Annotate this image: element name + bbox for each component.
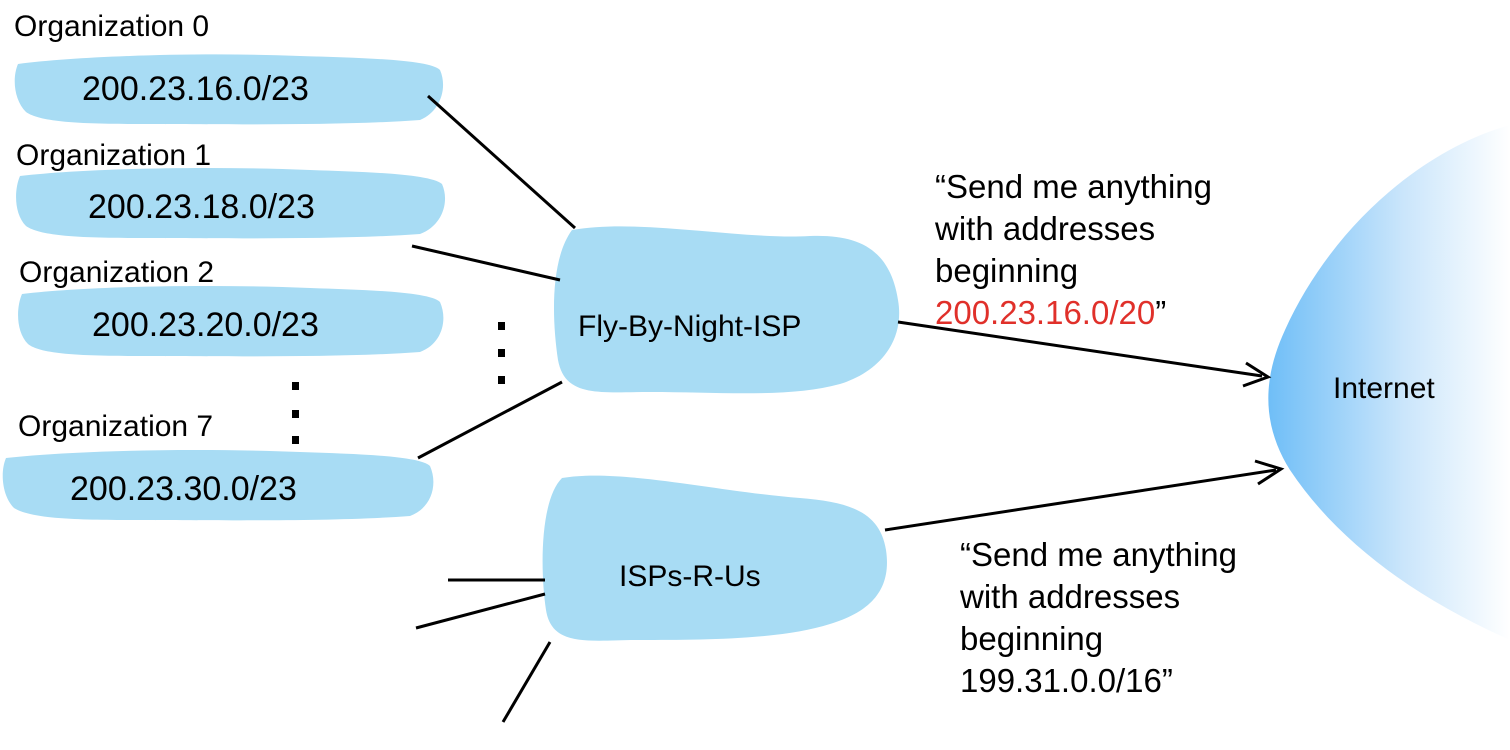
ellipsis-dot [292, 382, 299, 390]
link-org0-flybynight [426, 94, 577, 230]
internet-cloud [1268, 125, 1510, 640]
arrowhead-flybynight [1242, 361, 1272, 388]
announcement-prefix-line: 200.23.16.0/20” [935, 292, 1212, 334]
org-7-prefix: 200.23.30.0/23 [70, 470, 297, 508]
arrowhead-isprus [1254, 459, 1285, 486]
announced-prefix: 200.23.16.0/20 [935, 294, 1156, 331]
close-quote: ” [1161, 662, 1173, 699]
org-0-blob [14, 54, 444, 125]
fly-by-night-cloud [553, 226, 900, 394]
arrow-isprus-internet [884, 468, 1277, 532]
announced-prefix: 199.31.0.0/16 [960, 662, 1162, 699]
link-isprus-3 [501, 641, 552, 723]
org-0-name: Organization 0 [14, 10, 210, 43]
announcement-line: with addresses [960, 578, 1181, 615]
close-quote: ” [1155, 294, 1167, 331]
arrow-flybynight-internet [897, 320, 1263, 378]
announcement-line: beginning [935, 252, 1079, 289]
ellipsis-dot [498, 376, 505, 384]
org-2-prefix: 200.23.20.0/23 [92, 306, 319, 344]
org-7-name: Organization 7 [18, 410, 214, 443]
org-7-blob [2, 450, 434, 521]
org-2-blob [18, 286, 444, 357]
internet-label: Internet [1333, 372, 1435, 405]
link-org7-flybynight [417, 380, 563, 460]
fly-by-night-announcement: “Send me anything with addresses beginni… [935, 166, 1212, 334]
isps-r-us-cloud [542, 475, 887, 641]
ellipsis-dot [498, 349, 505, 357]
org-1-name: Organization 1 [16, 139, 212, 172]
announcement-line: “Send me anything [960, 536, 1238, 573]
ellipsis-dot [292, 410, 299, 418]
org-0-prefix: 200.23.16.0/23 [82, 70, 309, 108]
fly-by-night-label: Fly-By-Night-ISP [578, 310, 802, 343]
isps-r-us-announcement: “Send me anything with addresses beginni… [960, 534, 1237, 702]
ellipsis-dot [292, 436, 299, 444]
link-isprus-2 [415, 592, 546, 630]
org-1-blob [16, 168, 446, 239]
announcement-prefix-line: 199.31.0.0/16” [960, 660, 1237, 702]
announcement-line: with addresses [935, 210, 1156, 247]
isps-r-us-label: ISPs-R-Us [619, 560, 761, 593]
announcement-line: beginning [960, 620, 1104, 657]
link-org1-flybynight [411, 244, 561, 282]
org-2-name: Organization 2 [19, 256, 215, 289]
ellipsis-dot [498, 322, 505, 330]
announcement-line: “Send me anything [935, 168, 1213, 205]
org-1-prefix: 200.23.18.0/23 [88, 188, 315, 226]
